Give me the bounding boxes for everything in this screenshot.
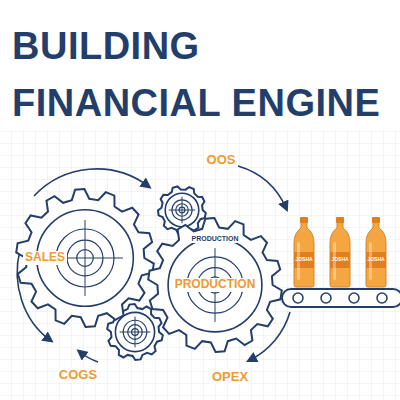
bottle-body bbox=[330, 222, 350, 287]
bottle-body bbox=[366, 222, 386, 287]
flow-arrow bbox=[238, 166, 286, 208]
bottle-label: JOSHA bbox=[293, 257, 314, 263]
gear-outline bbox=[148, 218, 282, 352]
gear-ring bbox=[168, 238, 262, 332]
roller bbox=[377, 293, 387, 303]
gear-label: PRODUCTION bbox=[173, 278, 258, 291]
bottle-shape bbox=[292, 216, 316, 288]
bottle-label: JOSHA bbox=[365, 257, 386, 263]
roller bbox=[293, 293, 303, 303]
flow-arrow bbox=[80, 352, 98, 362]
gear-label: SALES bbox=[23, 251, 67, 264]
gear-arc-label: PRODUCTION bbox=[189, 235, 240, 243]
gear-ring bbox=[165, 193, 199, 227]
flow-label: OOS bbox=[205, 152, 238, 167]
belt bbox=[282, 289, 400, 307]
bottle: JOSHA bbox=[364, 216, 388, 288]
bottle-shape bbox=[328, 216, 352, 288]
flow-label: COGS bbox=[57, 367, 99, 382]
bottle-cap bbox=[336, 217, 344, 223]
gear-cross bbox=[169, 197, 195, 223]
conveyor-belt bbox=[282, 289, 400, 307]
bottle-cap bbox=[300, 217, 308, 223]
bottle-label: JOSHA bbox=[329, 257, 350, 263]
roller bbox=[321, 293, 331, 303]
bottle-body bbox=[294, 222, 314, 287]
bottle-shape bbox=[364, 216, 388, 288]
belt-rollers bbox=[293, 293, 387, 303]
gear-ring bbox=[115, 312, 154, 351]
sales-gear: SALES bbox=[15, 188, 155, 328]
gear-outline bbox=[16, 189, 154, 327]
bottle: JOSHA bbox=[292, 216, 316, 288]
grid-ground bbox=[0, 130, 400, 400]
bottle-cap bbox=[372, 217, 380, 223]
flow-label: OPEX bbox=[210, 369, 250, 384]
flow-arrow bbox=[34, 169, 148, 196]
roller bbox=[349, 293, 359, 303]
production-gear: PRODUCTION PRODUCTION bbox=[147, 217, 283, 353]
bottle: JOSHA bbox=[328, 216, 352, 288]
title: BUILDING FINANCIAL ENGINE bbox=[12, 18, 392, 132]
gear-cross bbox=[120, 317, 151, 348]
